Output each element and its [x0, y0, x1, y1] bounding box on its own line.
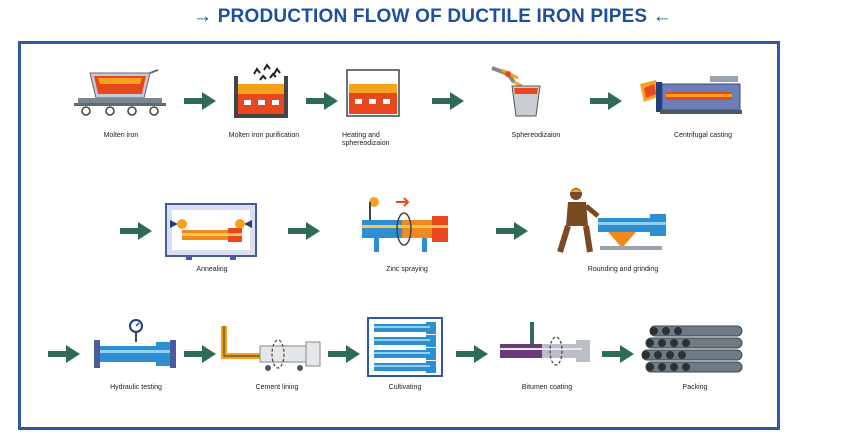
ladle-cart-icon [74, 69, 166, 116]
right-arrow-icon [288, 222, 320, 240]
page-title: → PRODUCTION FLOW OF DUCTILE IRON PIPES … [0, 6, 865, 28]
right-arrow-icon [590, 92, 622, 110]
centrifugal-machine-icon [640, 76, 742, 114]
left-arrow-icon: ← [652, 6, 672, 27]
zinc-spray-icon [362, 197, 448, 252]
stage-label-heating: Heating and sphereodizaion [342, 132, 390, 147]
stage-packing [640, 322, 748, 374]
stage-label-bitumen-coating: Bitumen coating [521, 384, 573, 391]
bitumen-coating-icon [500, 322, 590, 366]
stage-cement-lining [220, 324, 326, 372]
right-arrow-icon [306, 92, 338, 110]
pouring-ladle-icon [491, 66, 541, 117]
flow-arrow [184, 92, 216, 115]
flow-arrow [432, 92, 464, 115]
pipe-bundle-icon [641, 325, 743, 373]
stage-centrifugal [634, 72, 744, 116]
flow-arrow [288, 222, 320, 245]
right-arrow-icon [328, 345, 360, 363]
flow-arrow [456, 345, 488, 368]
flow-arrow [306, 92, 338, 115]
right-arrow-icon [432, 92, 464, 110]
stage-bitumen-coating [496, 320, 596, 370]
diagram-frame [18, 41, 780, 430]
stage-molten-iron [70, 68, 170, 118]
stage-label-molten-iron: Molten iron [103, 132, 139, 139]
right-arrow-icon [120, 222, 152, 240]
stage-zinc-spraying [356, 192, 456, 256]
right-arrow-icon [496, 222, 528, 240]
heating-furnace-icon [346, 69, 400, 117]
right-arrow-icon [602, 345, 634, 363]
flow-arrow [184, 345, 216, 368]
flow-arrow [328, 345, 360, 368]
stage-label-zinc-spraying: Zinc spraying [386, 266, 428, 273]
flow-arrow [602, 345, 634, 368]
right-arrow-icon [184, 92, 216, 110]
title-text: PRODUCTION FLOW OF DUCTILE IRON PIPES [217, 6, 648, 27]
flow-arrow [120, 222, 152, 245]
stage-sphereodizaion [488, 64, 548, 120]
right-arrow-icon [456, 345, 488, 363]
curing-rack-icon [367, 317, 443, 377]
stage-label-purification: Molten iron purification [228, 132, 300, 139]
right-arrow-icon [184, 345, 216, 363]
stage-label-hydraulic-testing: Hydraulic testing [110, 384, 162, 391]
stage-label-annealing: Annealing [196, 266, 228, 273]
pressure-gauge-pipe-icon [94, 319, 176, 368]
right-arrow-icon [48, 345, 80, 363]
flow-arrow [496, 222, 528, 245]
annealing-oven-icon [165, 203, 257, 260]
grinding-worker-icon [557, 188, 666, 253]
stage-label-rounding-grinding: Rounding and grinding [587, 266, 659, 273]
stage-rounding-grinding [552, 186, 672, 256]
stage-label-sphereodizaion: Sphereodizaion [511, 132, 561, 139]
stage-label-cement-lining: Cement lining [255, 384, 299, 391]
stage-purification [232, 62, 292, 118]
stage-annealing [162, 202, 262, 262]
cement-lining-icon [221, 326, 321, 371]
right-arrow-icon: → [193, 6, 213, 27]
stage-label-cultivating: Cultivating [388, 384, 422, 391]
stage-heating [345, 68, 401, 118]
furnace-icon [234, 63, 288, 118]
stage-cultivating [366, 316, 444, 378]
flow-arrow [590, 92, 622, 115]
stage-label-packing: Packing [682, 384, 708, 391]
stage-hydraulic-testing [90, 318, 180, 370]
flow-arrow [48, 345, 80, 368]
stage-label-centrifugal: Centrifugal casting [674, 132, 732, 139]
